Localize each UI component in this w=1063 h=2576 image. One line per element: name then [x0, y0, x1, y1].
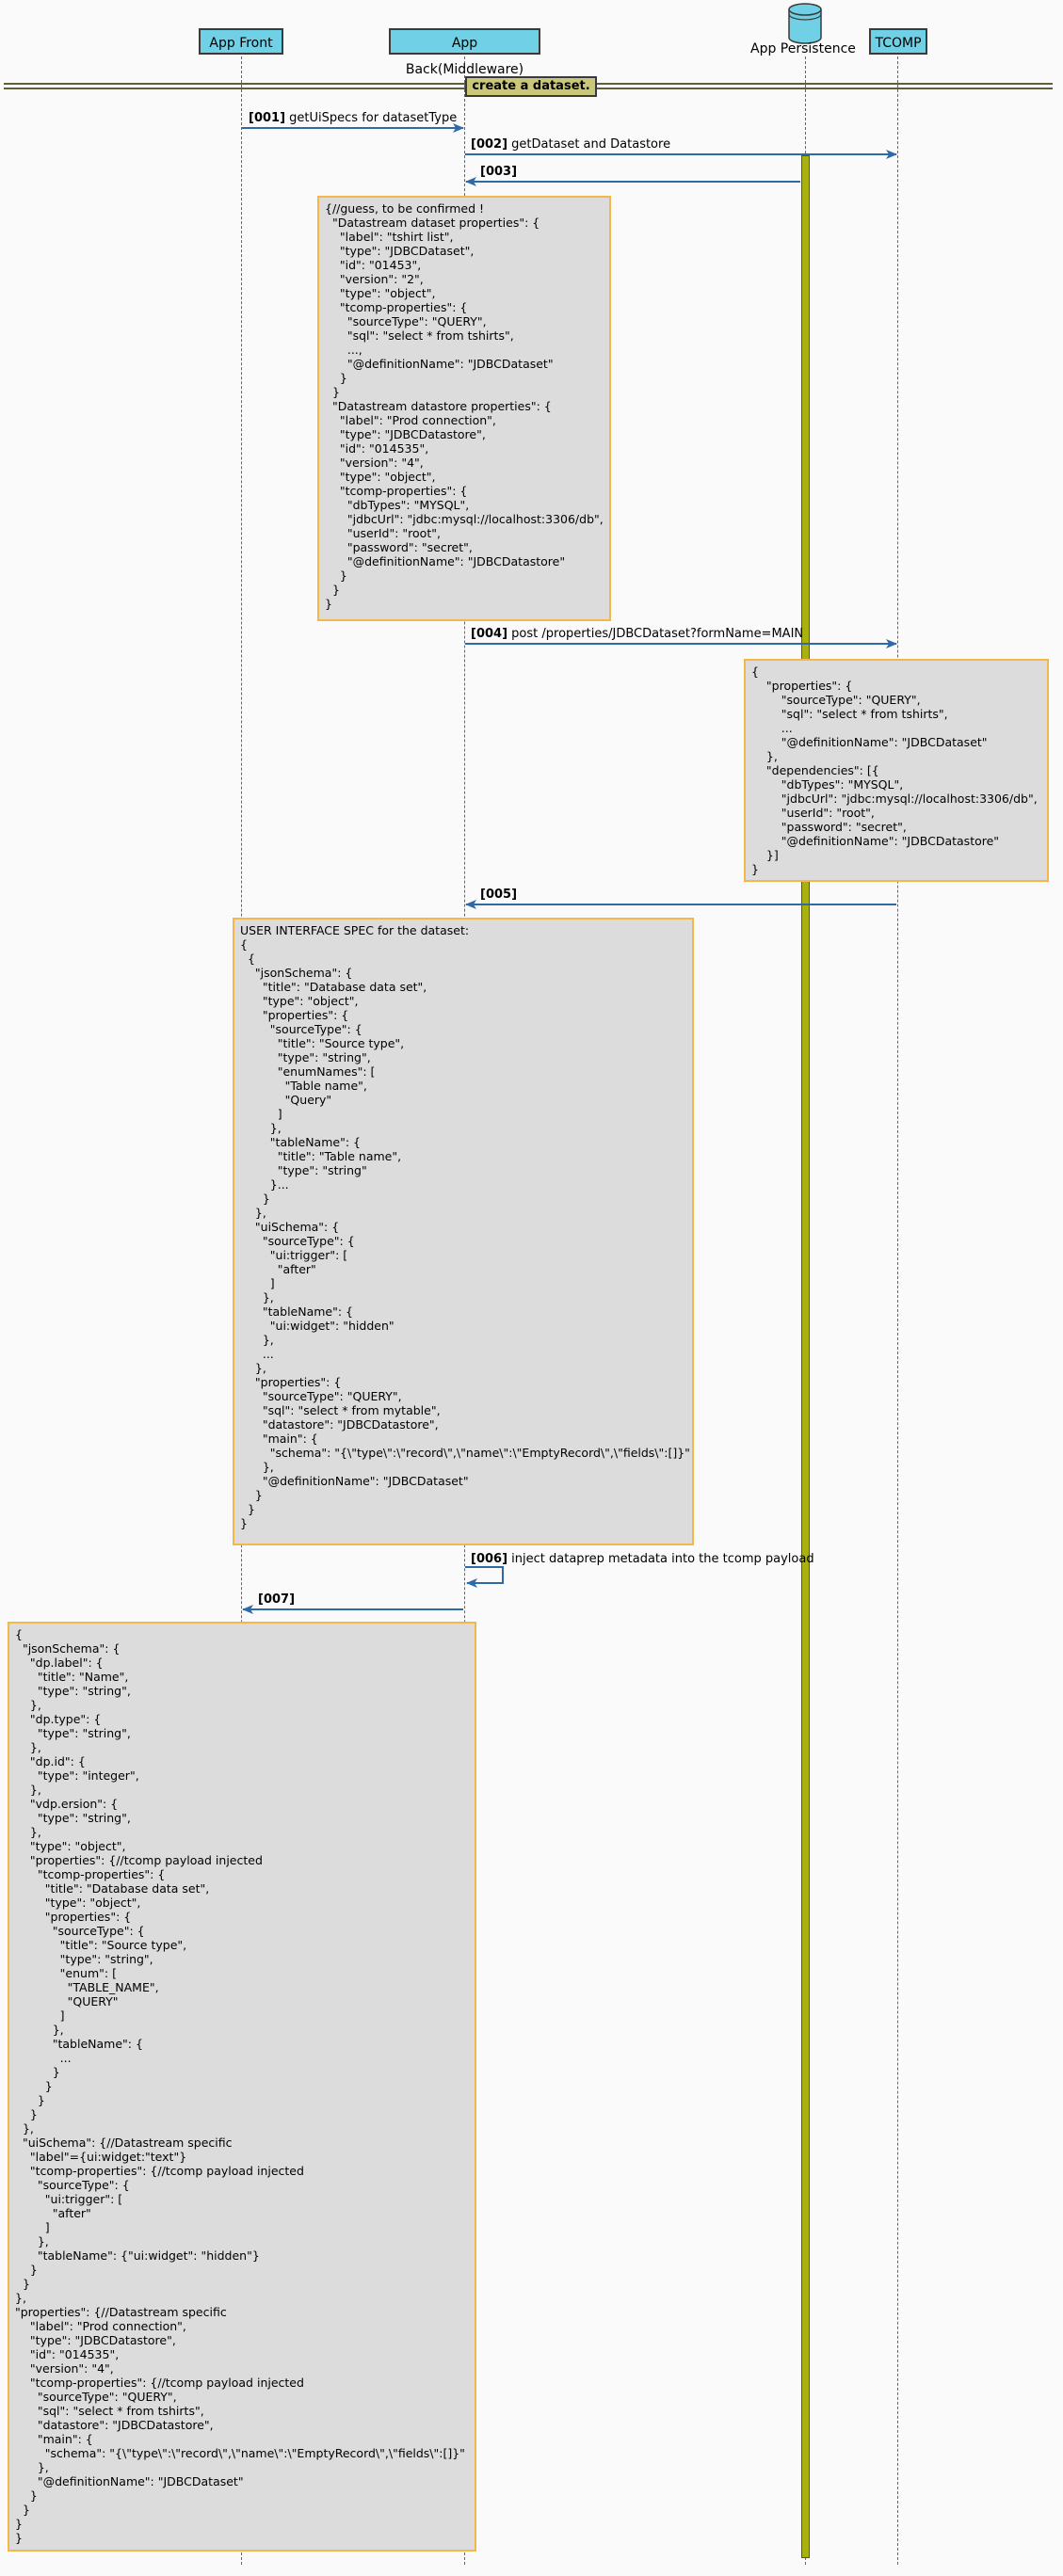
message-005-number: [005] — [480, 888, 518, 902]
note-tcomp-request-payload: { "properties": { "sourceType": "QUERY",… — [744, 659, 1049, 882]
message-001-text: getUiSpecs for datasetType — [289, 111, 458, 125]
message-007: [007] — [258, 1592, 295, 1607]
note-final-ui-spec: { "jsonSchema": { "dp.label": { "title":… — [8, 1622, 476, 2552]
message-006-text: inject dataprep metadata into the tcomp … — [511, 1552, 814, 1566]
message-002-number: [002] — [471, 137, 508, 152]
message-001: [001] getUiSpecs for datasetType — [249, 111, 457, 125]
message-006-number: [006] — [471, 1552, 508, 1566]
message-005: [005] — [480, 888, 517, 902]
message-007-number: [007] — [258, 1592, 296, 1607]
group-label: create a dataset. — [465, 76, 597, 97]
database-icon — [788, 3, 822, 44]
activation-bar-persistence — [801, 155, 810, 2558]
message-003-number: [003] — [480, 165, 518, 179]
message-004-text: post /properties/JDBCDataset?formName=MA… — [511, 627, 804, 641]
arrow-006 — [465, 1566, 504, 1588]
participant-app-front: App Front — [199, 28, 283, 55]
participant-app-back: App Back(Middleware) — [389, 28, 540, 77]
lifeline-tcomp — [897, 56, 898, 2565]
participant-tcomp: TCOMP — [869, 28, 927, 55]
note-ui-spec-dataset: USER INTERFACE SPEC for the dataset: { {… — [233, 918, 694, 1545]
message-001-number: [001] — [249, 111, 286, 125]
message-002-text: getDataset and Datastore — [511, 137, 671, 152]
note-datastream-guess: {//guess, to be confirmed ! "Datastream … — [317, 196, 611, 621]
participant-app-persistence: App Persistence — [750, 41, 856, 56]
message-004-number: [004] — [471, 627, 508, 641]
message-003: [003] — [480, 165, 517, 179]
message-006: [006] inject dataprep metadata into the … — [471, 1552, 814, 1566]
message-004: [004] post /properties/JDBCDataset?formN… — [471, 627, 803, 641]
message-002: [002] getDataset and Datastore — [471, 137, 670, 152]
